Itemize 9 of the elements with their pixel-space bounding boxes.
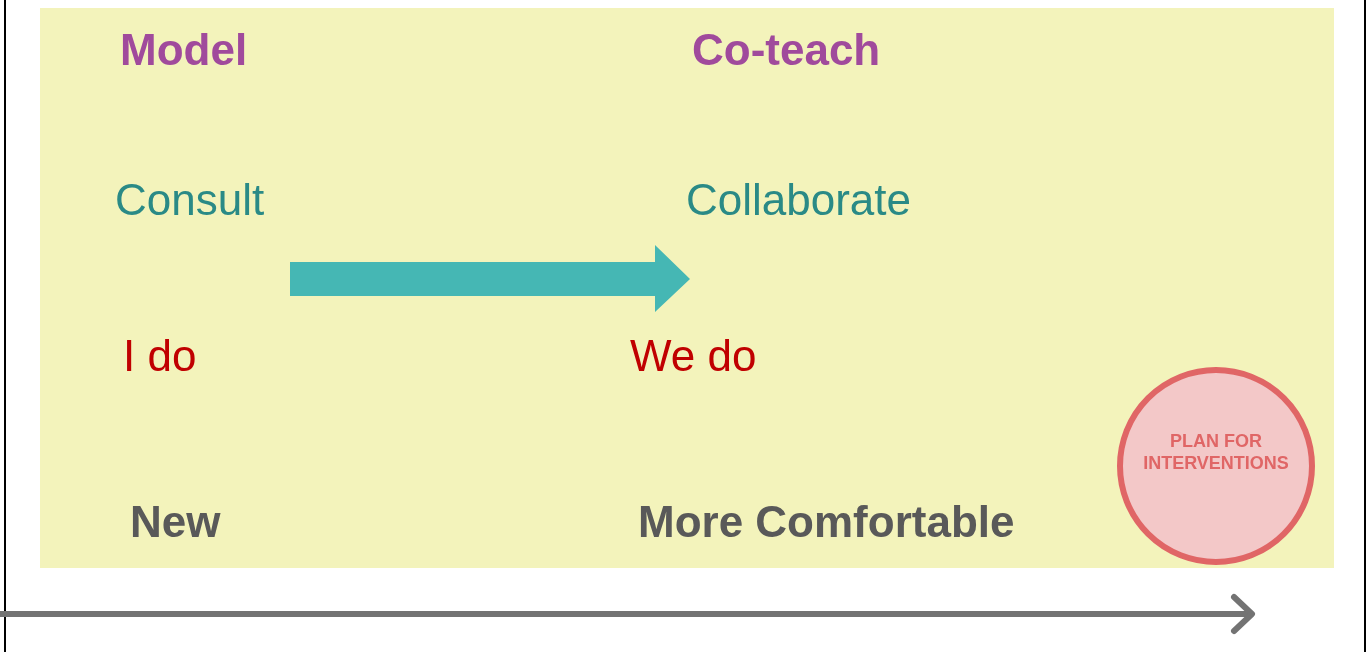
stage-label: More Comfortable (638, 496, 1015, 548)
stage-heading: Model (120, 24, 248, 76)
stage-heading: Co-teach (692, 24, 881, 76)
stage-label: I do (123, 330, 197, 382)
stage-label: Collaborate (686, 174, 912, 226)
circle-text: PLAN FOR INTERVENTIONS (1142, 431, 1290, 475)
stage-label: New (130, 496, 221, 548)
stage-label: We do (630, 330, 757, 382)
stage-label: Consult (115, 174, 265, 226)
